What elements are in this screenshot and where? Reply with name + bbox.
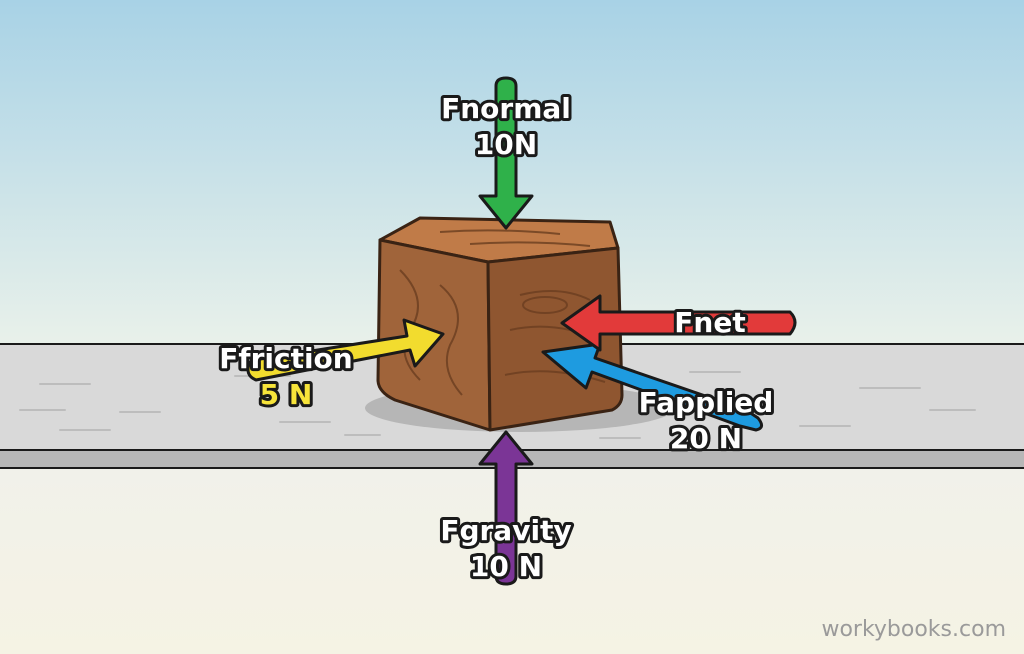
fgravity-value: 10 N (470, 550, 542, 583)
ffriction-arrow (246, 318, 445, 382)
fgravity-arrow (478, 430, 534, 586)
watermark: workybooks.com (821, 617, 1006, 642)
fapplied-label: Fapplied (639, 386, 774, 419)
fapplied-value: 20 N (670, 422, 742, 455)
fnet-label: Fnet (674, 306, 745, 339)
ffriction-value: 5 N (260, 378, 313, 411)
fgravity-label: Fgravity (440, 514, 571, 547)
ffriction-label: Ffriction (219, 342, 352, 375)
fnormal-label: Fnormal (441, 92, 571, 125)
fnet-arrow (560, 294, 797, 352)
block-right-face (486, 246, 624, 432)
fnormal-arrow (478, 76, 534, 230)
fnormal-value: 10N (475, 128, 537, 161)
